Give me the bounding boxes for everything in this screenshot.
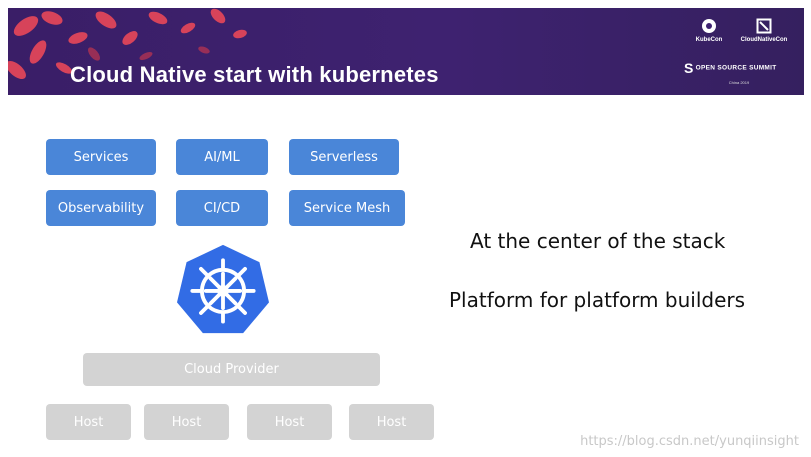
box-ai-ml: AI/ML	[176, 139, 268, 175]
box-services: Services	[46, 139, 156, 175]
header-banner: Cloud Native start with kubernetes KubeC…	[8, 8, 804, 95]
box-host-3: Host	[247, 404, 332, 440]
cloudnativecon-icon	[756, 18, 772, 34]
box-host-4: Host	[349, 404, 434, 440]
oss-s-icon: S	[684, 60, 694, 76]
box-serverless: Serverless	[289, 139, 399, 175]
side-text-platform-builders: Platform for platform builders	[449, 288, 746, 312]
box-host-2: Host	[144, 404, 229, 440]
box-cloud-provider: Cloud Provider	[83, 353, 380, 386]
watermark-url: https://blog.csdn.net/yunqiinsight	[580, 434, 799, 449]
slide-title: Cloud Native start with kubernetes	[70, 62, 439, 87]
side-text-center-of-stack: At the center of the stack	[470, 229, 726, 253]
box-host-1: Host	[46, 404, 131, 440]
box-service-mesh: Service Mesh	[289, 190, 405, 226]
cloudnativecon-logo: CloudNativeCon	[734, 18, 794, 43]
box-ci-cd: CI/CD	[176, 190, 268, 226]
cloudnativecon-label: CloudNativeCon	[740, 37, 788, 43]
location-label: China 2019	[728, 80, 750, 85]
oss-label: OPEN SOURCE SUMMIT	[695, 64, 777, 72]
box-observability: Observability	[46, 190, 156, 226]
kubecon-logo: KubeCon	[686, 18, 732, 43]
kubernetes-logo-icon	[177, 244, 269, 334]
leaf-decoration-icon	[8, 8, 247, 79]
kubecon-label: KubeCon	[695, 37, 723, 43]
kubecon-icon	[702, 19, 716, 33]
